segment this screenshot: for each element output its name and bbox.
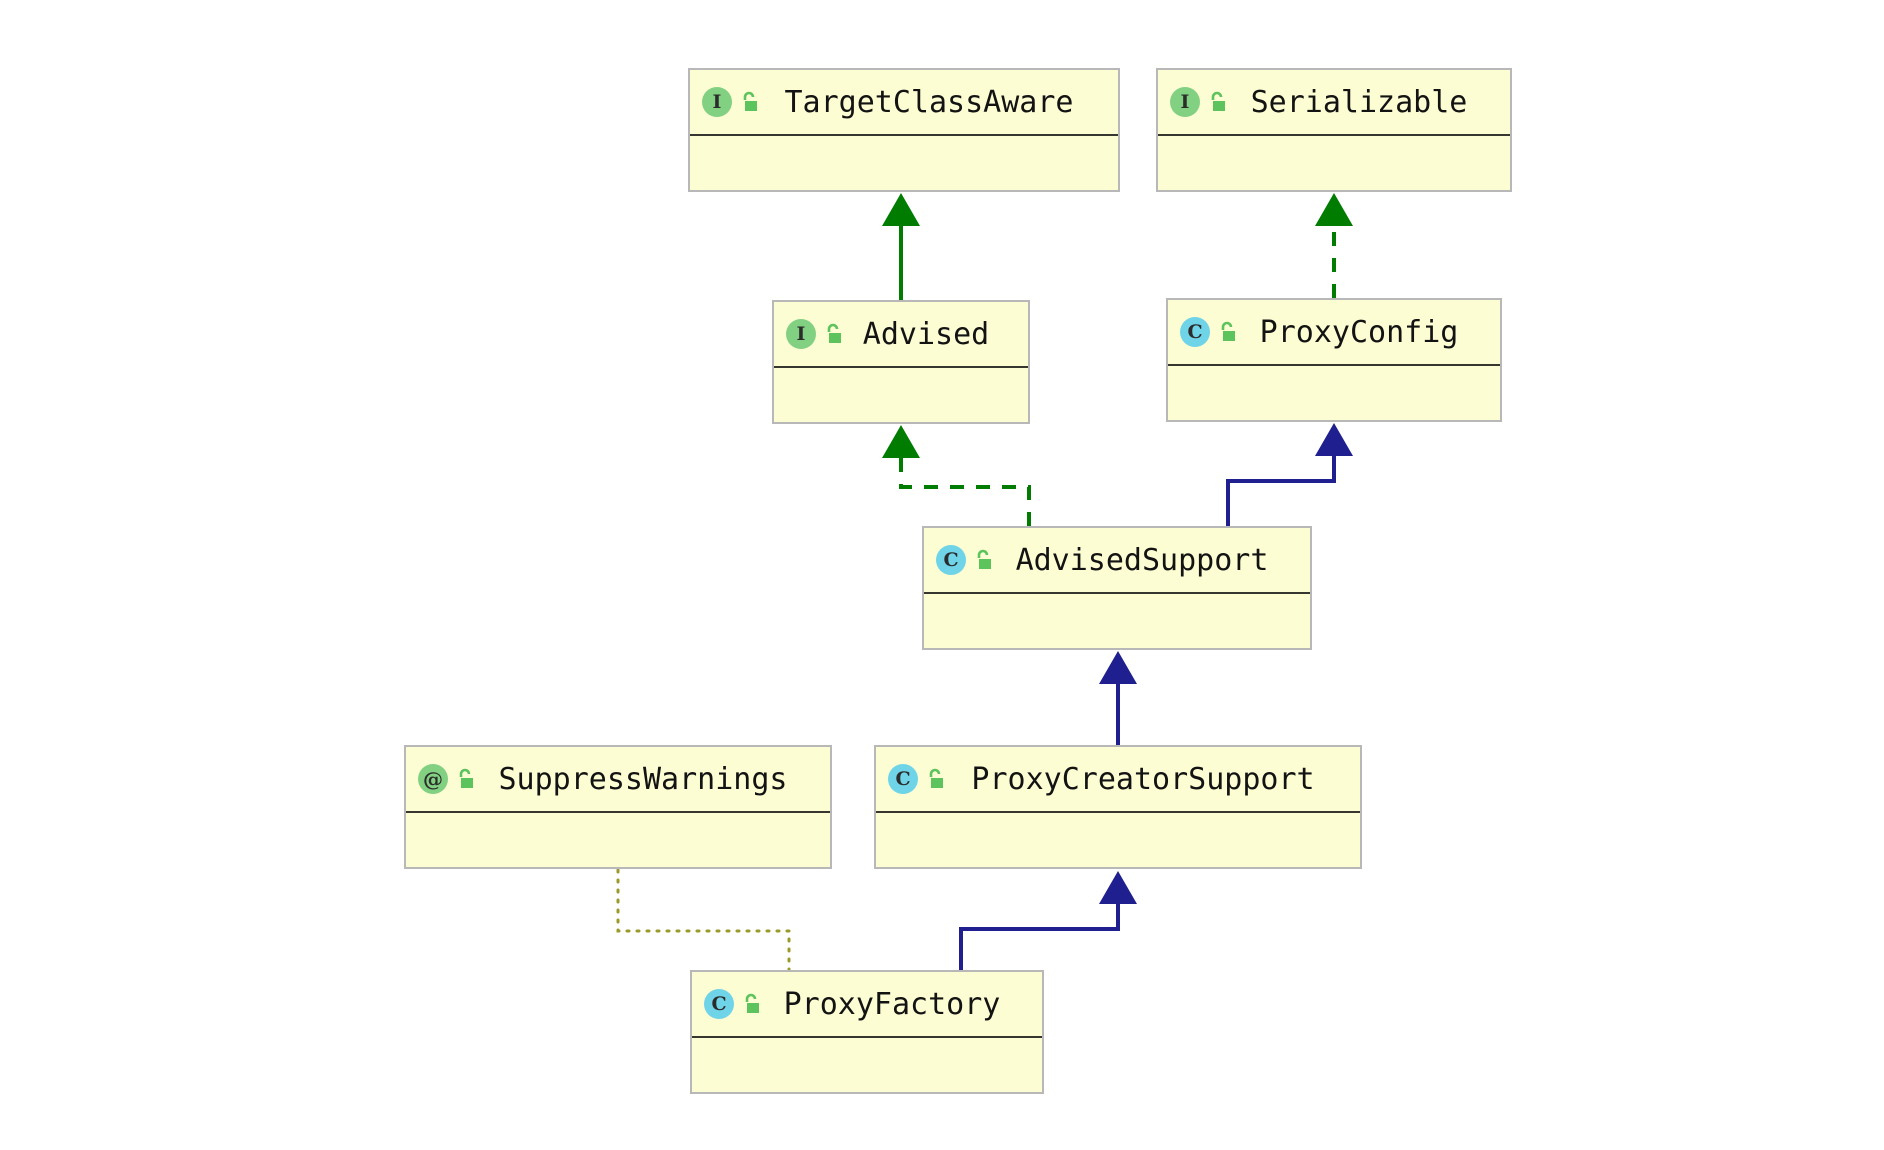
- node-members-compartment: [1168, 366, 1500, 418]
- node-title: Serializable: [1250, 84, 1468, 120]
- node-members-compartment: [924, 594, 1310, 646]
- open-padlock-icon: [977, 549, 991, 569]
- node-title: SuppressWarnings: [498, 761, 788, 797]
- node-members-compartment: [774, 368, 1028, 420]
- node-members-compartment: [876, 813, 1360, 865]
- node-members-compartment: [406, 813, 830, 865]
- open-padlock-icon: [827, 323, 841, 343]
- interface-circle-icon: I: [786, 319, 816, 349]
- node-header: C ProxyFactory: [692, 972, 1042, 1038]
- node-header: I TargetClassAware: [690, 70, 1118, 136]
- uml-node-target-class-aware[interactable]: I TargetClassAware: [688, 68, 1120, 192]
- node-title: ProxyFactory: [783, 986, 1001, 1022]
- node-header: I Serializable: [1158, 70, 1510, 136]
- stereotype-glyph: C: [943, 548, 959, 571]
- edge-advised-extends-targetclassaware: [882, 193, 920, 300]
- open-padlock-icon: [1221, 321, 1235, 341]
- interface-circle-icon: I: [702, 87, 732, 117]
- node-title: ProxyCreatorSupport: [971, 761, 1315, 797]
- open-padlock-icon: [745, 993, 759, 1013]
- node-title: TargetClassAware: [784, 84, 1074, 120]
- node-header: C ProxyConfig: [1168, 300, 1500, 366]
- uml-node-advised[interactable]: I Advised: [772, 300, 1030, 424]
- open-padlock-icon: [1211, 91, 1225, 111]
- class-circle-icon: C: [704, 989, 734, 1019]
- stereotype-glyph: C: [711, 992, 727, 1015]
- node-members-compartment: [1158, 136, 1510, 188]
- edge-proxycreatorsupport-extends-advisedsupport: [1099, 651, 1137, 745]
- uml-node-proxy-factory[interactable]: C ProxyFactory: [690, 970, 1044, 1094]
- stereotype-glyph: I: [1180, 90, 1190, 113]
- uml-node-advised-support[interactable]: C AdvisedSupport: [922, 526, 1312, 650]
- node-members-compartment: [692, 1038, 1042, 1090]
- uml-node-proxy-config[interactable]: C ProxyConfig: [1166, 298, 1502, 422]
- node-header: C ProxyCreatorSupport: [876, 747, 1360, 813]
- annotation-circle-icon: @: [418, 764, 448, 794]
- stereotype-glyph: I: [796, 322, 806, 345]
- node-header: @ SuppressWarnings: [406, 747, 830, 813]
- node-header: I Advised: [774, 302, 1028, 368]
- stereotype-glyph: @: [423, 767, 443, 791]
- class-circle-icon: C: [1180, 317, 1210, 347]
- uml-node-serializable[interactable]: I Serializable: [1156, 68, 1512, 192]
- edge-advisedsupport-implements-advised: [882, 425, 1031, 526]
- edge-advisedsupport-extends-proxyconfig: [1226, 423, 1353, 526]
- edge-proxyfactory-annotated-suppresswarnings: [616, 868, 791, 972]
- node-header: C AdvisedSupport: [924, 528, 1310, 594]
- interface-circle-icon: I: [1170, 87, 1200, 117]
- edge-proxyfactory-extends-proxycreatorsupport: [959, 871, 1137, 970]
- stereotype-glyph: I: [712, 90, 722, 113]
- uml-node-suppress-warnings[interactable]: @ SuppressWarnings: [404, 745, 832, 869]
- class-circle-icon: C: [888, 764, 918, 794]
- stereotype-glyph: C: [895, 767, 911, 790]
- class-circle-icon: C: [936, 545, 966, 575]
- open-padlock-icon: [929, 768, 943, 788]
- node-title: AdvisedSupport: [1015, 542, 1269, 578]
- uml-node-proxy-creator-support[interactable]: C ProxyCreatorSupport: [874, 745, 1362, 869]
- node-members-compartment: [690, 136, 1118, 188]
- open-padlock-icon: [459, 768, 473, 788]
- edge-proxyconfig-implements-serializable: [1315, 193, 1353, 298]
- stereotype-glyph: C: [1187, 320, 1203, 343]
- node-title: ProxyConfig: [1259, 314, 1459, 350]
- open-padlock-icon: [743, 91, 757, 111]
- node-title: Advised: [862, 316, 990, 352]
